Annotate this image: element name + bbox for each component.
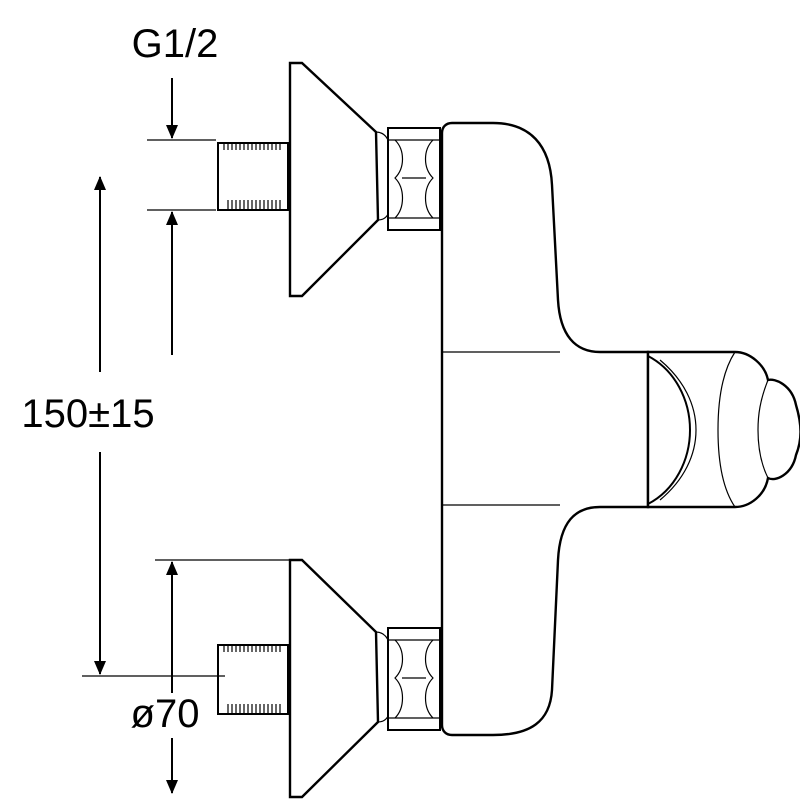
handle-rear-curve — [757, 379, 769, 479]
lower-inlet — [217, 558, 441, 799]
diameter-dimension — [155, 559, 290, 794]
lower-hex-nut — [387, 627, 441, 731]
thread-size-label: G1/2 — [132, 22, 219, 66]
handle-front-curve — [647, 355, 692, 505]
thread-dimension — [147, 78, 216, 355]
handle-knob — [646, 350, 800, 509]
center-distance-label: 150±15 — [21, 392, 154, 436]
valve-body — [440, 121, 650, 737]
upper-rosette — [288, 61, 380, 298]
handle-mid-curve — [717, 351, 736, 508]
handle-inner-curve — [659, 359, 697, 501]
lower-rosette — [288, 558, 380, 799]
center-distance-dimension — [82, 176, 225, 677]
upper-hex-nut — [387, 127, 441, 231]
upper-thread-nipple — [217, 142, 289, 211]
upper-inlet — [217, 61, 441, 298]
diameter-label: ø70 — [131, 692, 200, 736]
lower-thread-nipple — [217, 644, 289, 715]
